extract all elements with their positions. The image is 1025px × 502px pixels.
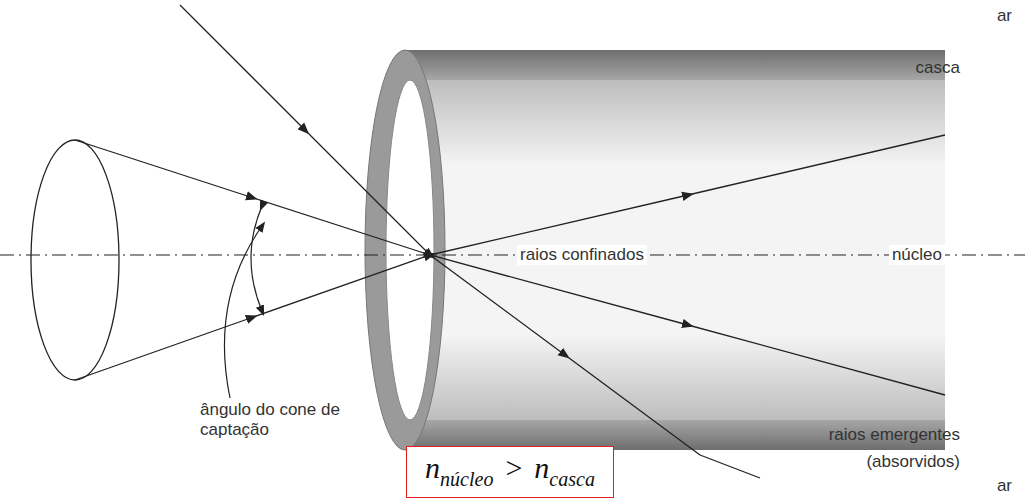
part-label: casca: [916, 58, 960, 78]
formula-box: nnúcleo>ncasca: [406, 446, 614, 498]
medium-label: ar: [997, 476, 1012, 496]
ray-label: raios confinados: [517, 245, 647, 265]
formula-subscript: núcleo: [440, 468, 493, 490]
cladding-body: [405, 50, 945, 450]
confined-ray: [75, 140, 945, 395]
emergent-ray: [700, 455, 760, 478]
cone-base: [31, 140, 119, 380]
rays: [75, 5, 945, 478]
formula-symbol: n: [534, 451, 549, 484]
optical-axis: [0, 254, 1025, 255]
formula-subscript: casca: [549, 468, 595, 490]
core-face: [386, 80, 434, 420]
leader-line: [224, 226, 262, 398]
emergent-ray: [180, 5, 700, 455]
formula-operator: >: [493, 451, 534, 484]
angle-arc: [251, 206, 262, 311]
ray-label: raios emergentes: [829, 425, 960, 445]
medium-label: ar: [997, 6, 1012, 26]
part-label: núcleo: [889, 245, 945, 265]
formula-symbol: n: [425, 451, 440, 484]
angle-label: ângulo do cone de captação: [200, 400, 375, 439]
ray-label: (absorvidos): [866, 452, 960, 472]
confined-ray: [75, 135, 945, 380]
core-body: [405, 80, 945, 420]
cladding-ring: [365, 50, 445, 450]
